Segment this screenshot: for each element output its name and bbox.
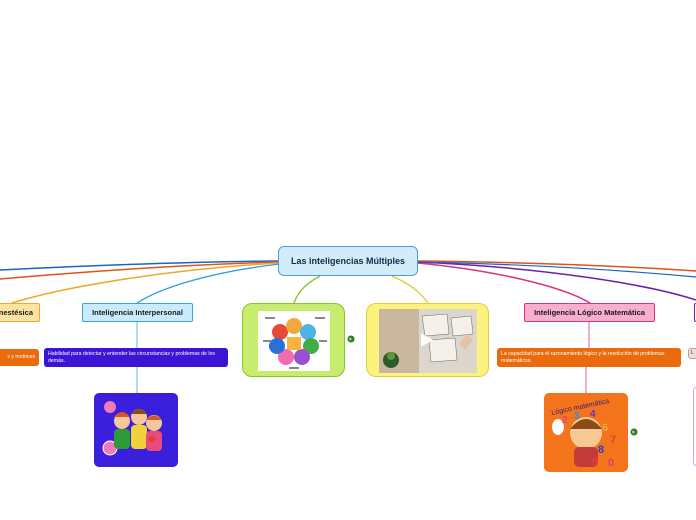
math-digit: 0: [608, 457, 614, 469]
math-digit: 4: [590, 409, 596, 420]
math-digit: 2: [562, 415, 568, 426]
logico-matematica-illustration-icon: Lógico matemática 2 3 4 6 7 8 9 0: [551, 398, 616, 469]
math-digit: 3: [574, 411, 580, 422]
image-node-math[interactable]: Lógico matemática 2 3 4 6 7 8 9 0: [544, 393, 628, 472]
math-digit: 7: [610, 434, 616, 446]
topic-right-partial[interactable]: [694, 303, 696, 322]
central-topic[interactable]: Las inteligencias Múltiples: [278, 246, 418, 276]
math-caption: Lógico matemática: [551, 398, 610, 417]
connector-kinesthetic: [11, 262, 279, 304]
desc-logical-mathematical[interactable]: La capacidad para el razonamiento lógico…: [497, 348, 681, 367]
connector-right-purple: [417, 261, 696, 301]
connector-wheel-image: [293, 275, 321, 304]
connector-logical: [417, 262, 591, 304]
connector-interpersonal: [136, 263, 281, 304]
math-digit: 8: [598, 444, 604, 456]
image-node-video[interactable]: [366, 303, 489, 377]
math-digit: 6: [602, 422, 608, 434]
connector-far-right-2: [417, 261, 696, 278]
globe-icon[interactable]: [347, 335, 355, 345]
connector-far-left-1: [0, 260, 279, 271]
image-node-kids[interactable]: [94, 393, 178, 467]
desc-kinesthetic[interactable]: s y motrices: [0, 349, 39, 366]
desc-right-partial[interactable]: L: [688, 348, 696, 359]
image-node-wheel[interactable]: [242, 303, 345, 377]
desc-interpersonal[interactable]: Habilidad para detectar y entender las c…: [44, 348, 228, 367]
connector-far-left-2: [0, 261, 279, 280]
topic-kinesthetic[interactable]: nestésica: [0, 303, 40, 322]
globe-icon[interactable]: [630, 428, 638, 438]
topic-logical-mathematical[interactable]: Inteligencia Lógico Matemática: [524, 303, 655, 322]
multiple-intelligences-wheel-icon: [258, 311, 330, 371]
play-icon[interactable]: [417, 331, 435, 349]
connector-far-right-1: [417, 260, 696, 272]
topic-interpersonal[interactable]: Inteligencia Interpersonal: [82, 303, 193, 322]
children-hearts-illustration-icon: [102, 401, 162, 456]
math-digit: 9: [592, 456, 598, 468]
connector-video-image: [391, 275, 429, 304]
